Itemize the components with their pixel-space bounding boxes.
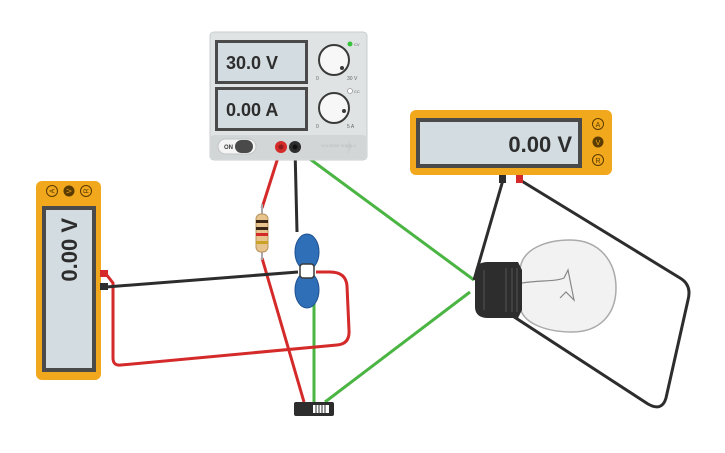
power-toggle[interactable]: ON [217, 138, 257, 155]
wire-black-left-meter[interactable] [105, 270, 299, 289]
svg-text:V: V [596, 140, 601, 147]
voltage-knob-max: 30 V [347, 76, 358, 82]
cv-label: CV [354, 42, 360, 47]
mode-ohmmeter-button[interactable]: R [592, 154, 604, 166]
power-supply[interactable]: 30.0 V 0.00 A 0 30 V CV 0 5 A CC ON [209, 31, 368, 161]
svg-text:V: V [67, 188, 74, 193]
svg-text:A: A [50, 188, 57, 193]
light-bulb[interactable] [475, 239, 617, 333]
voltage-knob[interactable] [318, 44, 350, 76]
wire-red-left-meter-loop[interactable] [104, 270, 351, 367]
power-toggle-label: ON [224, 145, 233, 151]
wire-black-supply-capacitor[interactable] [293, 147, 299, 233]
multimeter-left-reading: 0.00 V [57, 218, 82, 282]
brand-label: VOLTAGE SUPPLY [321, 143, 356, 148]
mode-ohmmeter-button-left[interactable]: R [80, 185, 92, 197]
lightning-icon [346, 140, 352, 155]
mode-voltmeter-button[interactable]: V [592, 136, 604, 148]
probe-terminal-black-left[interactable] [100, 283, 108, 290]
current-knob[interactable] [318, 92, 350, 124]
cc-label: CC [354, 89, 360, 94]
wire-red-resistor-switch[interactable] [260, 257, 306, 403]
multimeter-left[interactable]: 0.00 V A V R [36, 181, 108, 380]
cc-indicator [347, 88, 353, 94]
probe-terminal-black[interactable] [499, 175, 506, 183]
mode-voltmeter-button-left[interactable]: V [63, 185, 75, 197]
slide-switch[interactable] [294, 402, 334, 416]
cv-indicator [347, 41, 353, 47]
mode-ammeter-button[interactable]: A [592, 118, 604, 130]
wire-black-right-meter-loop[interactable] [481, 178, 691, 409]
wire-layer [104, 146, 691, 409]
resistor[interactable] [255, 204, 269, 260]
wire-black-right-meter-bulb[interactable] [472, 179, 505, 281]
current-knob-max: 5 A [347, 124, 355, 130]
wire-green-supply-bulb[interactable] [294, 146, 475, 282]
current-knob-min: 0 [316, 124, 319, 130]
negative-terminal[interactable] [289, 141, 301, 153]
multimeter-right[interactable]: 0.00 V A V R [410, 110, 612, 183]
svg-text:A: A [596, 122, 601, 129]
bulb-filament [521, 268, 575, 302]
voltage-knob-min: 0 [316, 76, 319, 82]
wire-green-bulb-switch[interactable] [324, 290, 471, 404]
voltage-display-text: 30.0 V [226, 53, 278, 73]
probe-terminal-red-left[interactable] [100, 270, 108, 277]
probe-terminal-red[interactable] [516, 175, 523, 183]
positive-terminal[interactable] [275, 141, 287, 153]
svg-text:R: R [595, 158, 600, 165]
mode-ammeter-button-left[interactable]: A [46, 185, 58, 197]
svg-text:R: R [84, 188, 91, 193]
current-display-text: 0.00 A [226, 100, 278, 120]
multimeter-right-reading: 0.00 V [508, 132, 572, 157]
capacitor[interactable] [294, 233, 320, 309]
